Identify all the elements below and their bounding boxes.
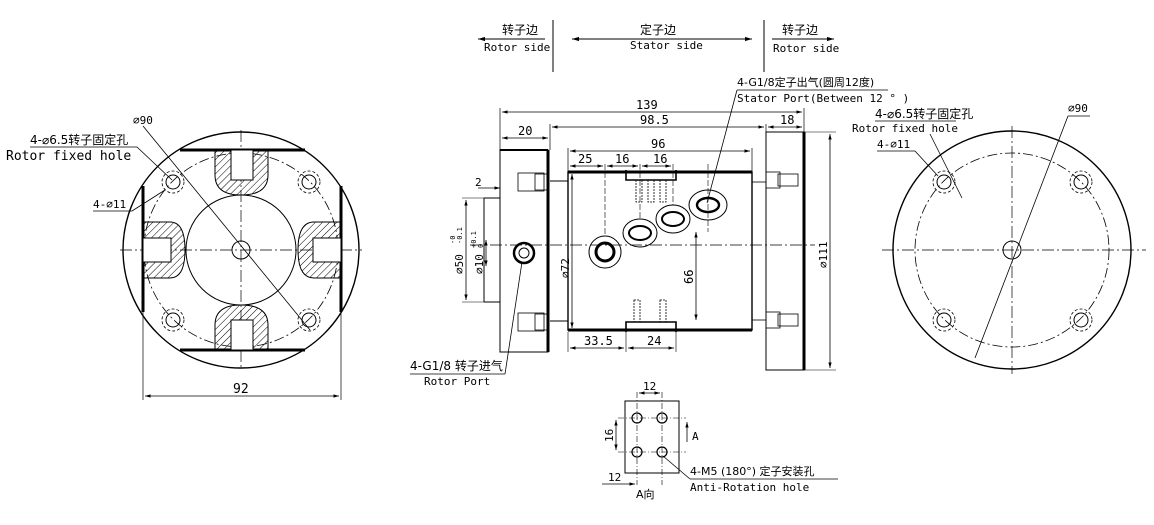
stator-port-label-cn: 4-G1/8定子出气(圆周12度): [737, 75, 874, 89]
dim-18: 18: [780, 113, 794, 127]
detail-dim-16: 16: [603, 429, 616, 442]
left-phi11: 4-⌀11: [93, 198, 126, 211]
rotor-port-label-en: Rotor Port: [424, 375, 490, 388]
center-view: 4-G1/8定子出气(圆周12度) Stator Port(Between 12…: [410, 75, 909, 388]
arrow-a-label: A: [692, 430, 699, 443]
dim-2: 2: [475, 176, 482, 189]
dim-phi111: ⌀111: [817, 242, 830, 269]
view-a-label: A向: [636, 487, 655, 501]
right-view: ⌀90 4-⌀6.5转子固定孔 Rotor fixed hole 4-⌀11: [852, 102, 1146, 374]
dim-phi10: ⌀10: [473, 254, 486, 274]
detail-view-a: 12 16 12 A A向 4-M5 (180°) 定子安装孔 Anti-Rot…: [602, 380, 838, 501]
tol-phi10-bot: 0: [477, 244, 485, 248]
dim-16-b: 16: [653, 152, 667, 166]
top-studs: [633, 179, 667, 323]
dim-66: 66: [682, 270, 696, 284]
dim-24: 24: [647, 334, 661, 348]
detail-dim-12-top: 12: [643, 380, 656, 393]
stator-port-label-en: Stator Port(Between 12 ° ): [737, 92, 909, 105]
rotor-port-label-cn: 4-G1/8 转子进气: [410, 358, 503, 373]
left-hole-label-en: Rotor fixed hole: [6, 149, 131, 164]
tol-phi50-bot: -0.1: [456, 227, 464, 244]
stator-side-cn: 定子边: [640, 22, 676, 37]
dim-96: 96: [651, 137, 665, 151]
right-phi11: 4-⌀11: [877, 138, 910, 151]
stator-side-en: Stator side: [630, 39, 703, 52]
left-hole-label-cn: 4-⌀6.5转子固定孔: [30, 132, 128, 147]
rotor-side-right-en: Rotor side: [773, 42, 839, 55]
tol-phi10-top: +0.1: [470, 231, 478, 248]
rotor-side-left-en: Rotor side: [484, 41, 550, 54]
stator-ports: [512, 189, 728, 269]
right-hole-label-cn: 4-⌀6.5转子固定孔: [875, 106, 973, 121]
left-dim-92: 92: [233, 382, 249, 397]
anti-rotation-label-cn: 4-M5 (180°) 定子安装孔: [690, 464, 815, 478]
detail-dim-12-bottom: 12: [608, 471, 621, 484]
dim-phi50: ⌀50: [453, 254, 466, 274]
side-header: 转子边 Rotor side 定子边 Stator side 转子边 Rotor…: [478, 20, 839, 72]
right-hole-label-en: Rotor fixed hole: [852, 122, 958, 135]
dim-25: 25: [578, 152, 592, 166]
right-bolt-holes: [932, 170, 1093, 332]
rotor-side-right-cn: 转子边: [782, 22, 818, 37]
dim-98-5: 98.5: [640, 113, 669, 127]
left-view: ⌀90 4-⌀6.5转子固定孔 Rotor fixed hole 4-⌀11 9…: [6, 114, 362, 400]
rotor-side-left-cn: 转子边: [502, 22, 538, 37]
dim-33-5: 33.5: [584, 334, 613, 348]
tol-phi50-top: -0: [449, 236, 457, 244]
dim-139: 139: [636, 98, 658, 112]
left-phi90: ⌀90: [133, 114, 153, 127]
dim-16-a: 16: [615, 152, 629, 166]
right-phi90: ⌀90: [1068, 102, 1088, 115]
anti-rotation-label-en: Anti-Rotation hole: [690, 481, 809, 494]
dim-20: 20: [518, 124, 532, 138]
dim-phi72: ⌀72: [559, 258, 572, 278]
